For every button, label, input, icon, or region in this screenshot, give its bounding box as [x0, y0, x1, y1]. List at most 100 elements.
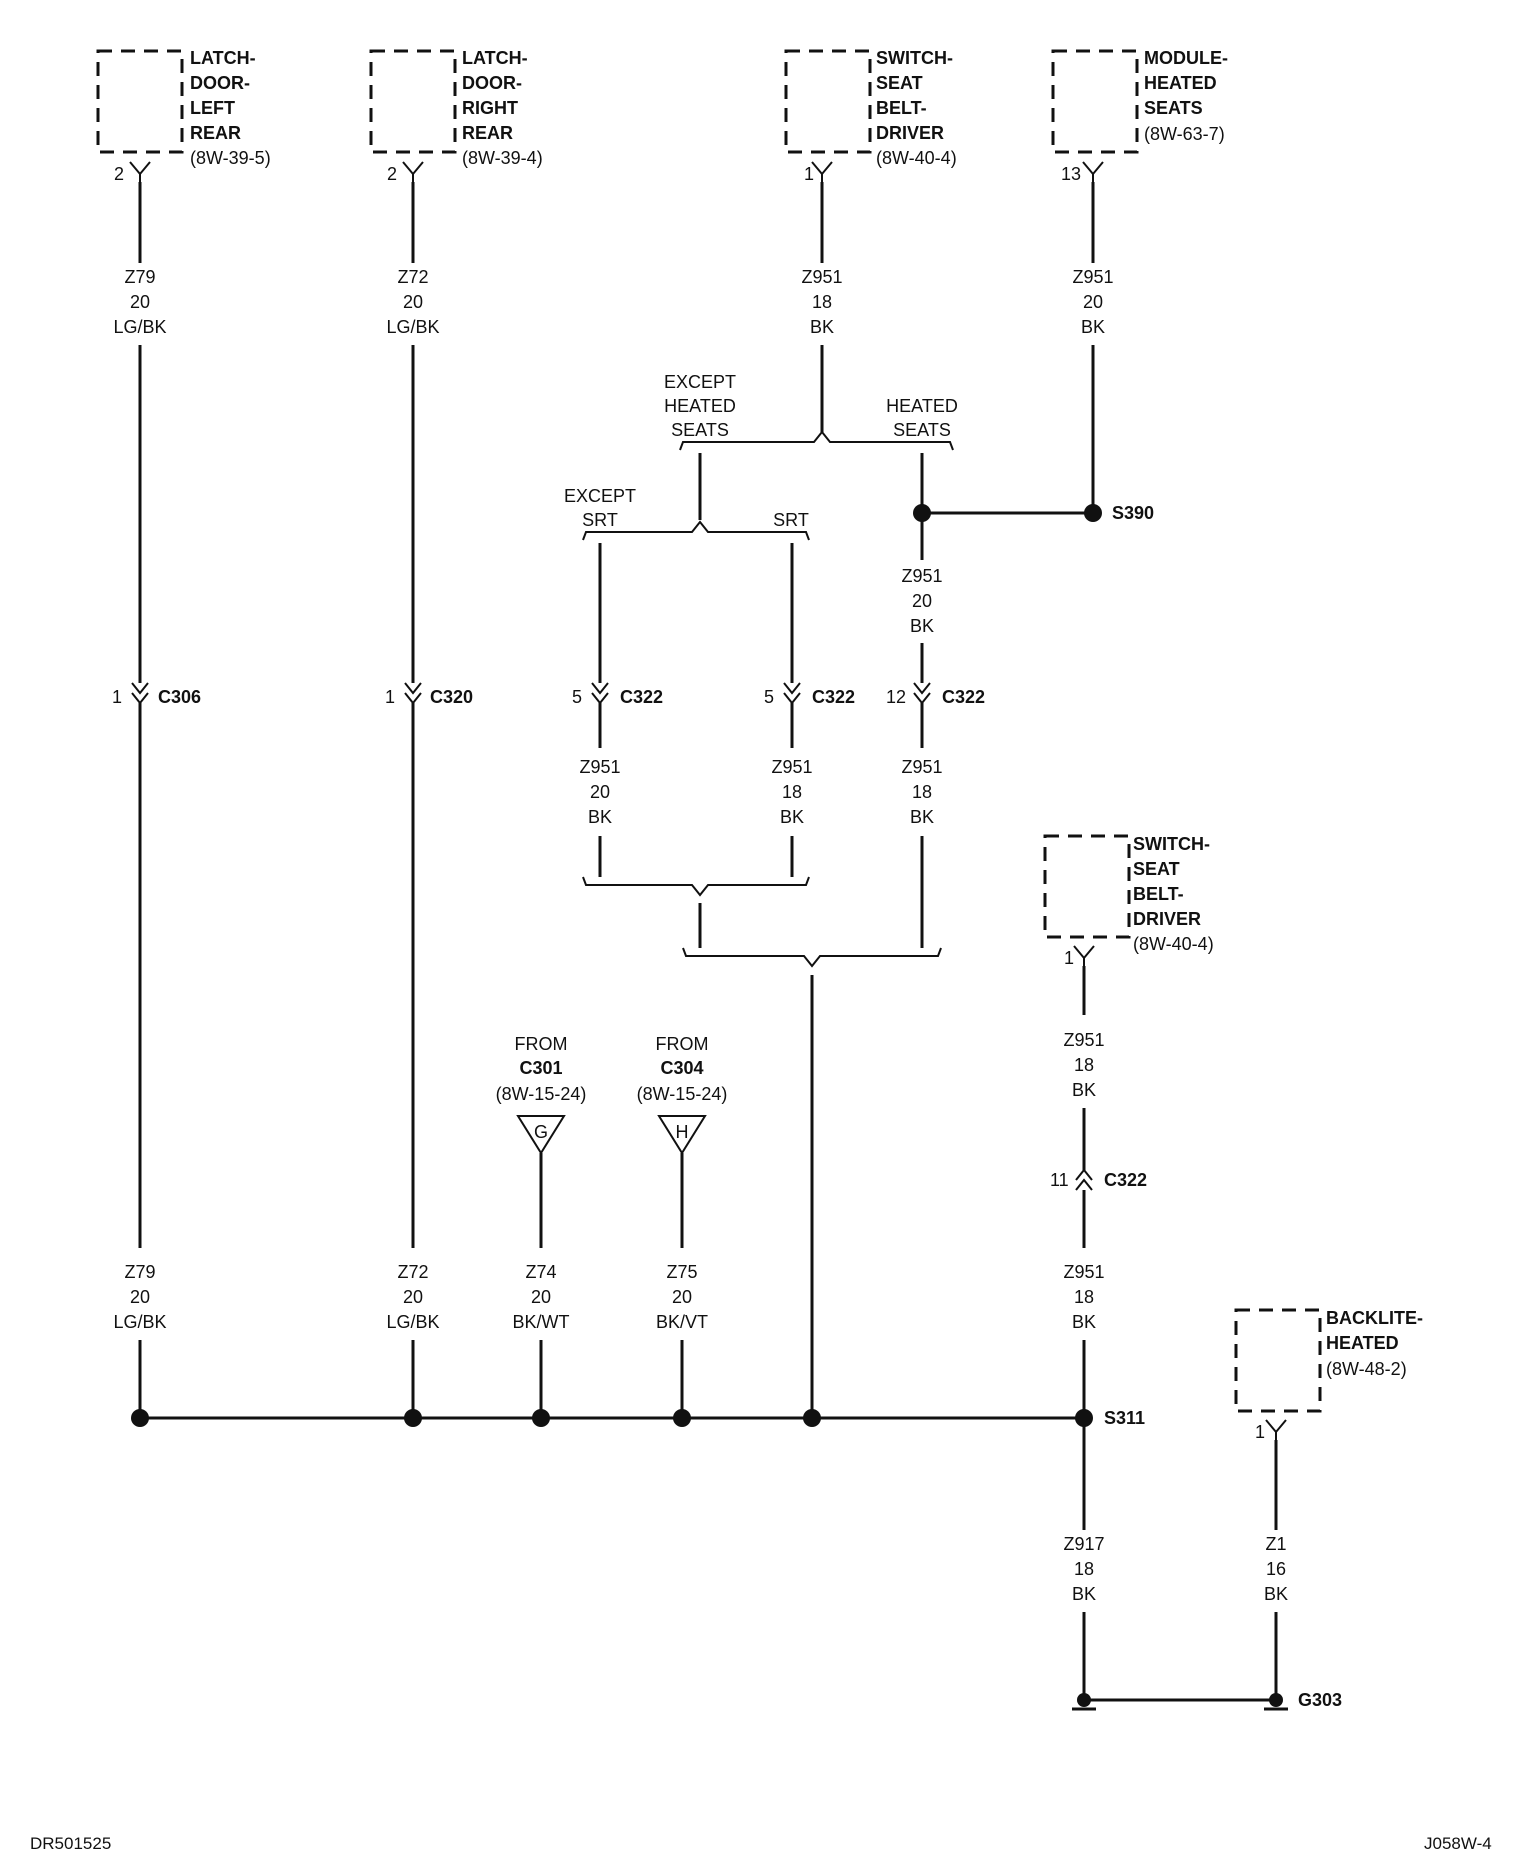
splice-dot [673, 1409, 691, 1427]
page-code: J058W-4 [1424, 1834, 1492, 1853]
wire-circuit: Z917 [1063, 1534, 1104, 1554]
ground-dot [1269, 1693, 1283, 1707]
wire-gauge: 20 [1083, 292, 1103, 312]
connector-icon [131, 682, 149, 705]
component-label: BACKLITE- [1326, 1308, 1423, 1328]
merge-bracket [682, 947, 942, 968]
drawing-number: DR501525 [30, 1834, 112, 1853]
terminal-icon [129, 161, 151, 182]
component-label: BELT- [1133, 884, 1184, 904]
component-switch-seat-belt-driver-lower: SWITCH- SEAT BELT- DRIVER (8W-40-4) 1 [1043, 834, 1214, 968]
option-label: HEATED [664, 396, 736, 416]
component-box [1043, 834, 1131, 939]
pin-number: 2 [387, 164, 397, 184]
off-page-triangle-icon [516, 1115, 566, 1155]
pin-number: 13 [1061, 164, 1081, 184]
wire-label: Z951 18 BK [1063, 1262, 1104, 1332]
option-label: EXCEPT [664, 372, 736, 392]
wire-label: Z951 20 BK [1072, 267, 1113, 337]
wire-circuit: Z951 [1063, 1262, 1104, 1282]
wire-circuit: Z79 [124, 267, 155, 287]
splice-dot [1075, 1409, 1093, 1427]
connector-pin: 5 [764, 687, 774, 707]
from-label: FROM [515, 1034, 568, 1054]
wire-label: Z951 18 BK [901, 757, 942, 827]
wire-circuit: Z951 [901, 566, 942, 586]
connector-icon [913, 682, 931, 705]
connector-c306: 1 C306 [112, 682, 201, 707]
wire-label: Z1 16 BK [1264, 1534, 1288, 1604]
pin-number: 2 [114, 164, 124, 184]
component-label: BELT- [876, 98, 927, 118]
wire-color: BK [910, 616, 934, 636]
ground-g303: G303 [1072, 1690, 1342, 1711]
connector-name: C320 [430, 687, 473, 707]
component-label: LEFT [190, 98, 235, 118]
component-label: DOOR- [462, 73, 522, 93]
wire-circuit: Z1 [1265, 1534, 1286, 1554]
component-box [784, 49, 872, 154]
wire-gauge: 20 [672, 1287, 692, 1307]
option-label: SRT [582, 510, 618, 530]
wire-gauge: 20 [912, 591, 932, 611]
splice-s311-bus: S311 [131, 1408, 1145, 1428]
wire-gauge: 16 [1266, 1559, 1286, 1579]
wire-color: LG/BK [386, 317, 439, 337]
terminal-icon [402, 161, 424, 182]
wire-gauge: 20 [403, 292, 423, 312]
component-ref: (8W-39-5) [190, 148, 271, 168]
connector-icon [591, 682, 609, 705]
wire-color: LG/BK [113, 1312, 166, 1332]
connector-icon [1075, 1168, 1093, 1191]
wire-color: BK [780, 807, 804, 827]
component-ref: (8W-63-7) [1144, 124, 1225, 144]
from-ref: (8W-15-24) [637, 1084, 728, 1104]
wire-color: BK/WT [513, 1312, 570, 1332]
connector-name: C306 [158, 687, 201, 707]
component-label: SWITCH- [1133, 834, 1210, 854]
splice-dot [1084, 504, 1102, 522]
component-label: SEATS [1144, 98, 1203, 118]
connector-icon [783, 682, 801, 705]
wire-circuit: Z951 [801, 267, 842, 287]
connector-c322: 12 C322 [886, 682, 985, 707]
component-label: MODULE- [1144, 48, 1228, 68]
connector-c322: 11 C322 [1050, 1168, 1147, 1191]
wire-color: BK [810, 317, 834, 337]
wire-gauge: 20 [531, 1287, 551, 1307]
component-label: DRIVER [876, 123, 944, 143]
component-label: DOOR- [190, 73, 250, 93]
component-label: REAR [462, 123, 513, 143]
wire-gauge: 18 [912, 782, 932, 802]
component-module-heated-seats: MODULE- HEATED SEATS (8W-63-7) 13 [1051, 48, 1228, 184]
from-ref: (8W-15-24) [496, 1084, 587, 1104]
wire-label: Z951 18 BK [801, 267, 842, 337]
component-ref: (8W-40-4) [1133, 934, 1214, 954]
wire-color: BK [1072, 1312, 1096, 1332]
terminal-icon [1082, 161, 1104, 182]
wire-gauge: 20 [590, 782, 610, 802]
component-box [369, 49, 457, 154]
component-ref: (8W-39-4) [462, 148, 543, 168]
wire-label: Z75 20 BK/VT [656, 1262, 708, 1332]
connector-name: C322 [942, 687, 985, 707]
option-label: SRT [773, 510, 809, 530]
wire-color: BK [1072, 1080, 1096, 1100]
wire-label: Z74 20 BK/WT [513, 1262, 570, 1332]
wire-circuit: Z74 [525, 1262, 556, 1282]
component-backlite-heated: BACKLITE- HEATED (8W-48-2) 1 [1234, 1308, 1423, 1442]
option-bracket-heated-seats: EXCEPT HEATED SEATS HEATED SEATS [664, 372, 958, 451]
wire-circuit: Z79 [124, 1262, 155, 1282]
wire-label: Z917 18 BK [1063, 1534, 1104, 1604]
wire-color: LG/BK [113, 317, 166, 337]
wire-color: LG/BK [386, 1312, 439, 1332]
connector-c322: 5 C322 [572, 682, 663, 707]
wire-circuit: Z951 [771, 757, 812, 777]
component-latch-door-right-rear: LATCH- DOOR- RIGHT REAR (8W-39-4) 2 [369, 48, 543, 184]
splice-label: S390 [1112, 503, 1154, 523]
component-label: SWITCH- [876, 48, 953, 68]
wire-gauge: 18 [1074, 1559, 1094, 1579]
component-label: REAR [190, 123, 241, 143]
wire-circuit: Z72 [397, 267, 428, 287]
